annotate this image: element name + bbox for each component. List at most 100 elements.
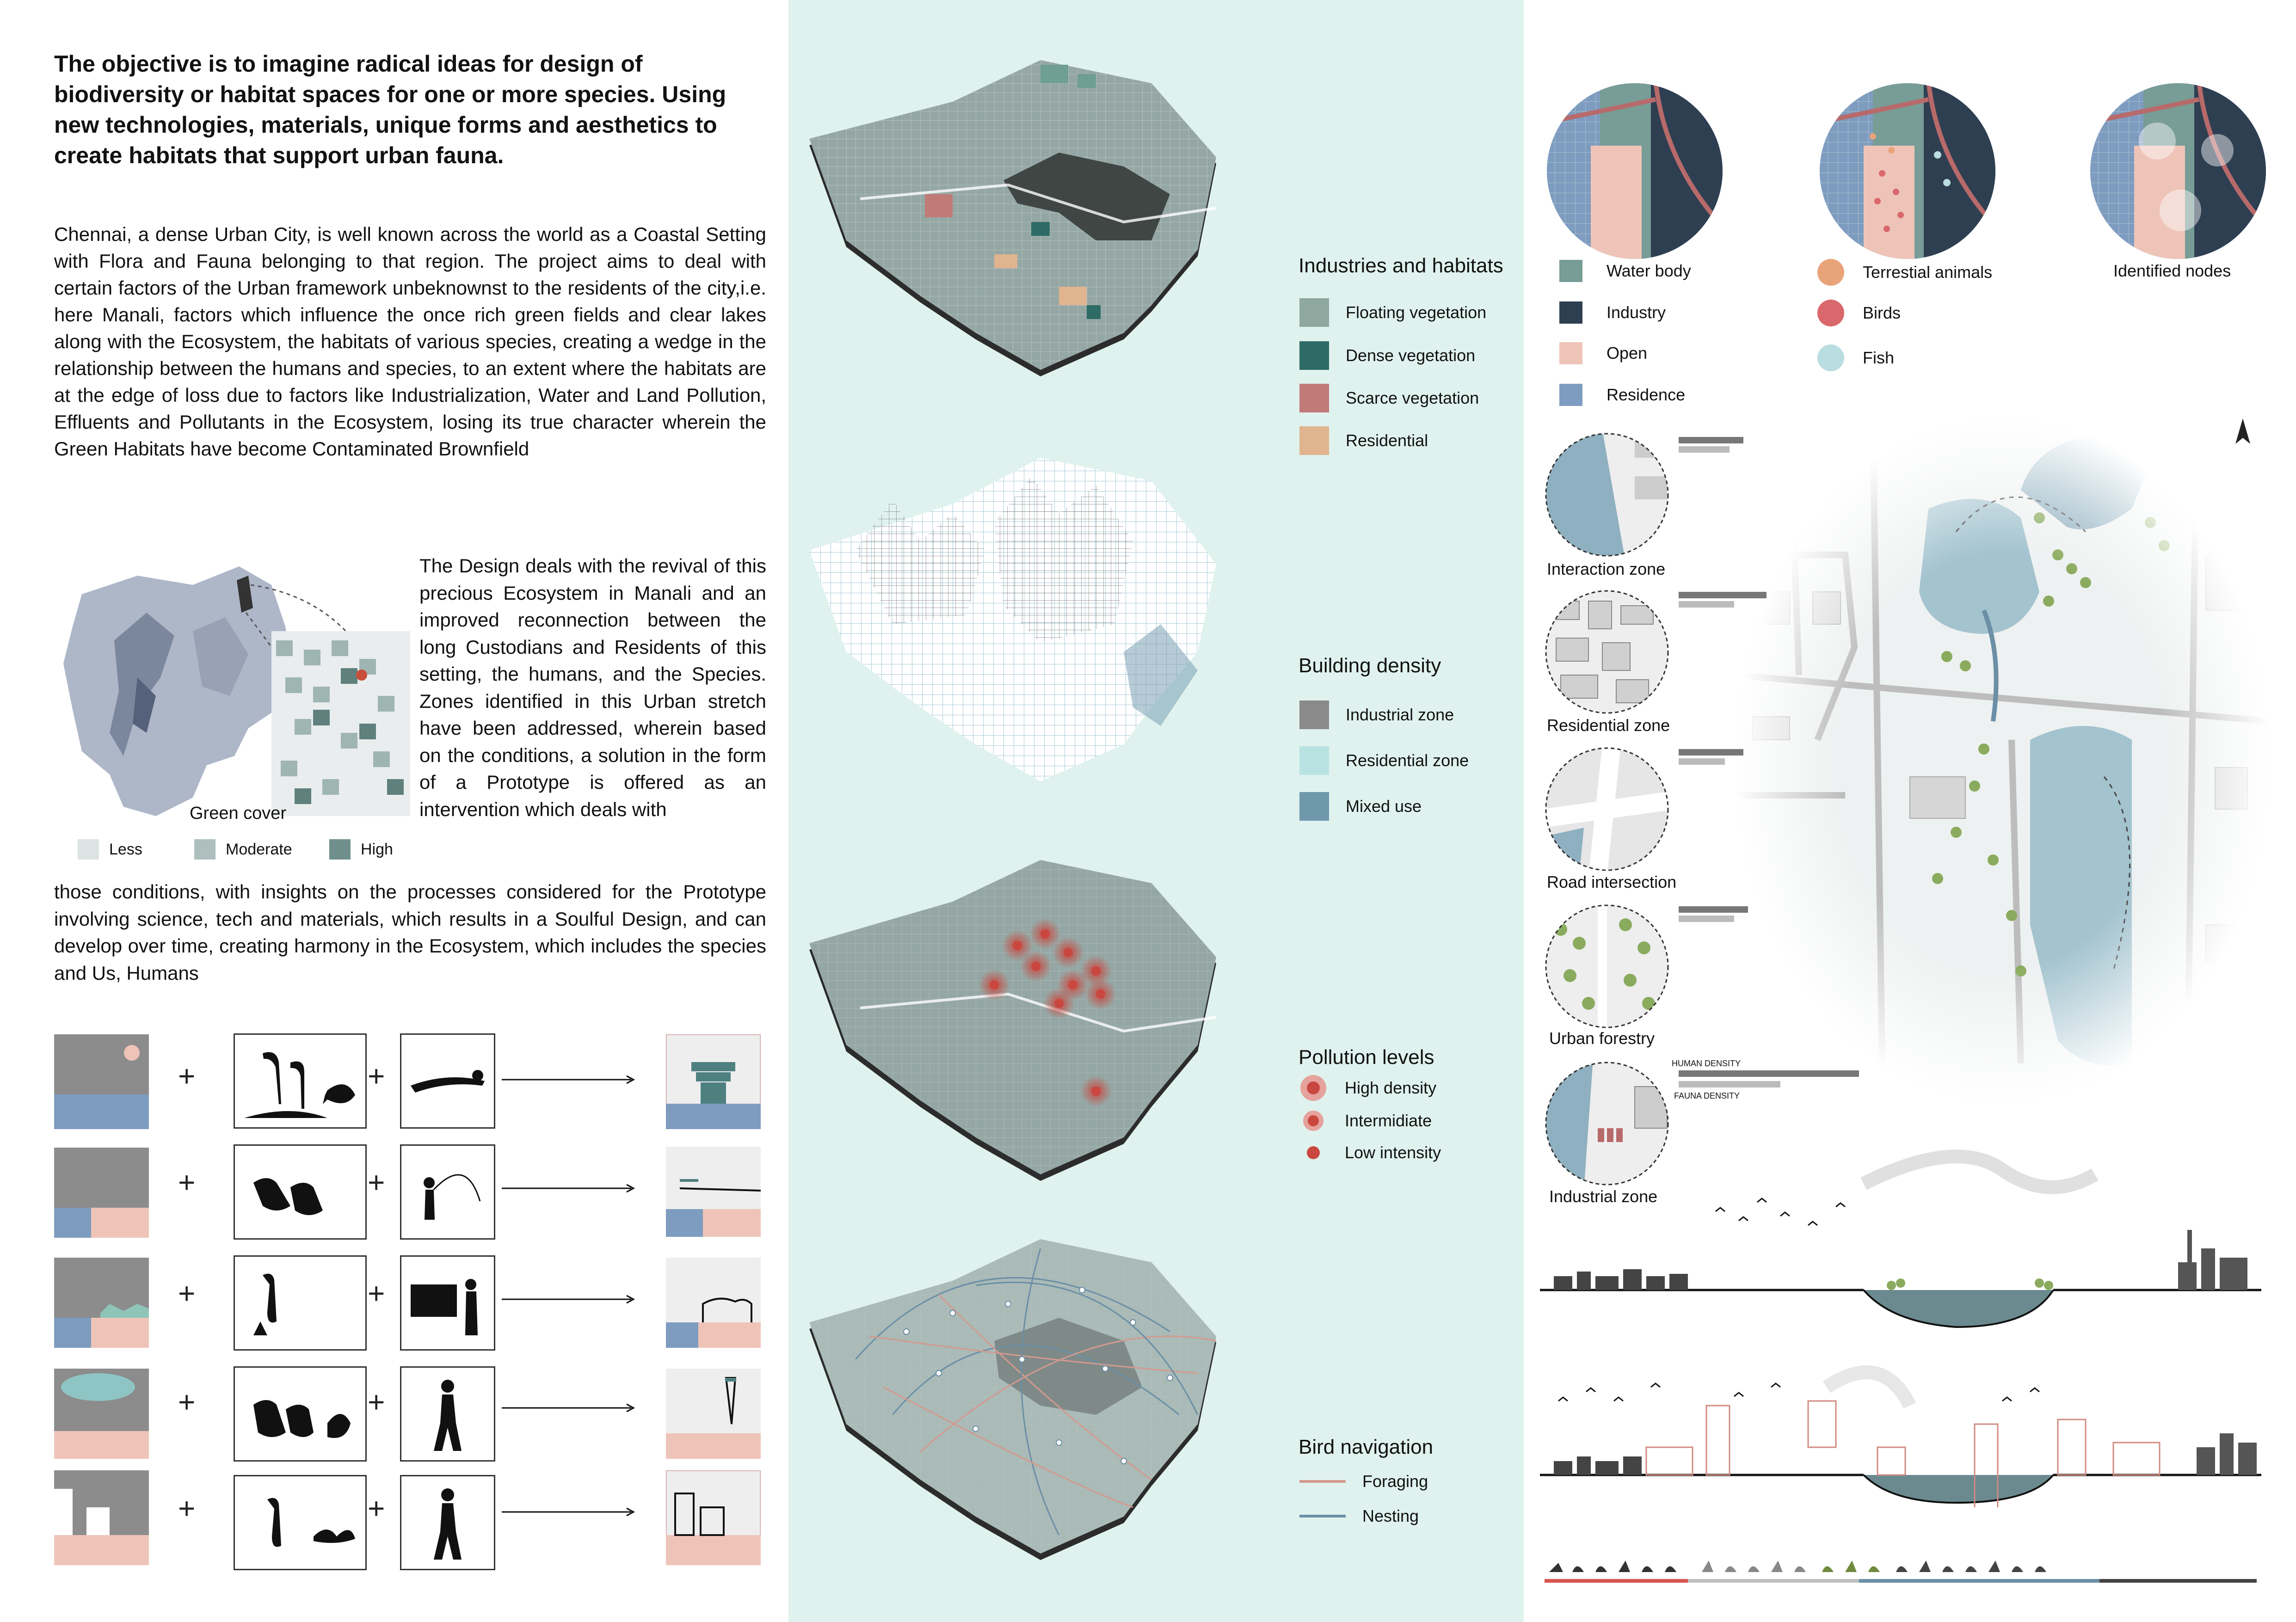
plus-sign: + (178, 1492, 196, 1525)
prototype-result-tile (666, 1470, 761, 1565)
legend-swatch (1559, 260, 1582, 282)
human-density-bar (1679, 749, 1743, 756)
site-condition-tile (54, 1369, 149, 1459)
legend-label: Floating vegetation (1346, 303, 1487, 322)
species-heron-icon (234, 1255, 367, 1351)
legend-label: Low intensity (1345, 1143, 1441, 1162)
plus-sign: + (368, 1385, 385, 1419)
zone-label-industrial: Industrial zone (1549, 1187, 1658, 1206)
legend-label: Scarce vegetation (1346, 388, 1479, 407)
arrow-right-icon (502, 1075, 635, 1084)
legend-swatch (1299, 341, 1329, 370)
industries-legend-item: Floating vegetation (1299, 298, 1486, 327)
prototype-result-tile (666, 1034, 761, 1129)
legend-swatch (1559, 384, 1582, 406)
species-silhouettes-icon (1549, 1561, 2046, 1572)
strip-segment-birds (1545, 1579, 1688, 1583)
plus-sign: + (368, 1166, 385, 1199)
human-density-bar (1679, 906, 1748, 913)
fauna-density-bar (1679, 601, 1734, 608)
plus-sign: + (368, 1492, 385, 1525)
zone-circle-industrial (1545, 1062, 1669, 1186)
intermediate-dot-icon (1303, 1111, 1323, 1131)
legend-dot (1817, 300, 1844, 326)
north-arrow-icon (2235, 418, 2250, 444)
bird-navigation-map (809, 1239, 1217, 1560)
industries-legend-item: Residential (1299, 426, 1428, 455)
human-density-bar (1679, 437, 1743, 443)
legend-label: Fish (1863, 348, 1895, 367)
fauna-density-bar (1679, 758, 1725, 765)
human-worker-icon (400, 1255, 495, 1351)
fauna-density-bar (1679, 1081, 1780, 1087)
node-legend-terrestrial: Terrestial animals (1817, 259, 1992, 286)
node-circle-species (1820, 83, 1995, 259)
fauna-density-bar (1679, 446, 1730, 453)
legend-label: Moderate (226, 840, 292, 858)
human-density-label: HUMAN DENSITY (1672, 1059, 1741, 1068)
node-legend-birds: Birds (1817, 300, 1901, 326)
legend-label: Residential zone (1346, 751, 1469, 770)
zone-label-road: Road intersection (1547, 872, 1677, 891)
human-density-bar (1679, 1070, 1859, 1077)
industries-habitats-map (809, 60, 1217, 376)
human-walker-icon (400, 1366, 495, 1462)
building-legend-item: Mixed use (1299, 792, 1422, 821)
building-density-map (809, 458, 1216, 781)
pollution-legend-item: Intermidiate (1299, 1106, 1432, 1135)
building-legend-title: Building density (1299, 654, 1441, 677)
bird-legend-title: Bird navigation (1299, 1436, 1434, 1458)
legend-label: Dense vegetation (1346, 346, 1476, 365)
prototype-result-tile (666, 1147, 761, 1237)
bird-legend-item: Nesting (1299, 1506, 1419, 1526)
zone-label-residential: Residential zone (1547, 716, 1670, 735)
intro-paragraph: Chennai, a dense Urban City, is well kno… (54, 223, 766, 460)
human-walker-icon (400, 1475, 495, 1570)
design-paragraph: The Design deals with the revival of thi… (419, 555, 766, 820)
green-cover-legend-less: Less (78, 839, 142, 860)
site-condition-tile (54, 1258, 149, 1348)
green-cover-legend-high: High (329, 839, 393, 860)
legend-label: High density (1345, 1078, 1437, 1097)
node-circle-identified (2090, 83, 2266, 259)
legend-label: High (361, 840, 393, 858)
node-legend-industry: Industry (1559, 301, 1666, 324)
plus-sign: + (178, 1166, 196, 1199)
legend-label: Nesting (1362, 1506, 1419, 1525)
human-density-bar (1679, 592, 1767, 598)
zone-label-interaction: Interaction zone (1547, 559, 1666, 578)
pollution-map (809, 860, 1217, 1181)
zone-circle-forestry (1545, 904, 1669, 1028)
human-swimmer-icon (400, 1033, 495, 1129)
legend-label: Industry (1607, 303, 1666, 322)
green-cover-map (63, 566, 410, 816)
building-legend-item: Industrial zone (1299, 700, 1454, 729)
legend-swatch (1299, 700, 1329, 729)
arrow-right-icon (502, 1403, 635, 1413)
legend-label: Intermidiate (1345, 1111, 1432, 1130)
node-circle-water-industry (1547, 83, 1723, 259)
arrow-right-icon (502, 1295, 635, 1304)
fauna-density-bar (1679, 915, 1734, 922)
foraging-line-swatch (1299, 1480, 1346, 1483)
species-flamingo-fish-icon (234, 1033, 367, 1129)
bird-legend-item: Foraging (1299, 1472, 1428, 1491)
site-masterplan (1734, 416, 2271, 1105)
nesting-line-swatch (1299, 1515, 1346, 1518)
industries-legend-title: Industries and habitats (1299, 254, 1503, 277)
legend-swatch (1299, 746, 1329, 775)
species-pelicans-icon (234, 1144, 367, 1240)
prototype-result-tile (666, 1369, 761, 1459)
node-legend-water: Water body (1559, 260, 1691, 282)
legend-swatch (1559, 342, 1582, 364)
species-silhouette-strip (1545, 1554, 2257, 1577)
legend-swatch (1299, 298, 1329, 327)
legend-label: Less (109, 840, 142, 858)
high-density-dot-icon (1300, 1075, 1326, 1101)
legend-label: Birds (1863, 303, 1901, 322)
node-legend-residence: Residence (1559, 384, 1685, 406)
industries-legend-item: Dense vegetation (1299, 341, 1475, 370)
legend-swatch (78, 839, 99, 860)
site-condition-tile (54, 1470, 149, 1565)
legend-swatch (1299, 426, 1329, 455)
